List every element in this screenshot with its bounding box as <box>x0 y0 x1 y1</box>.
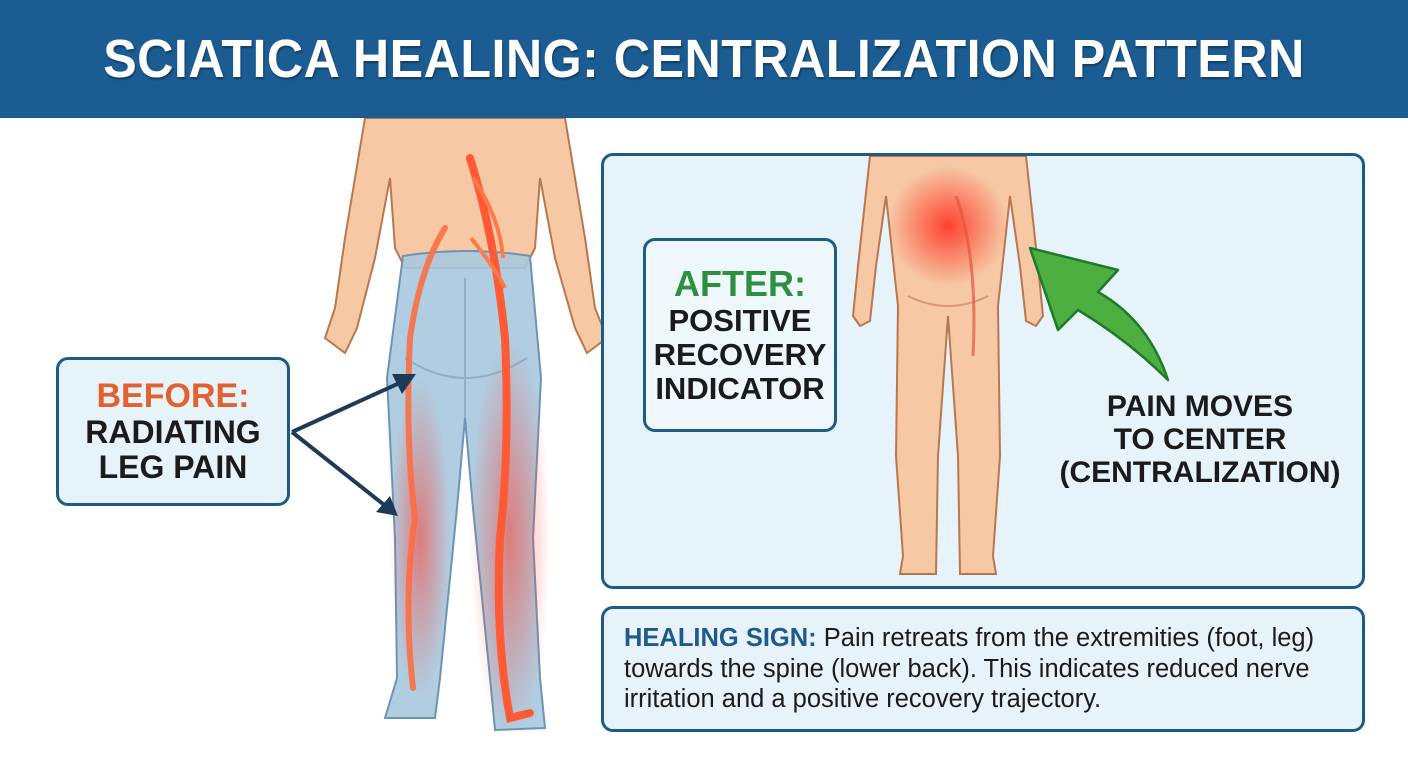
before-tag: BEFORE: <box>96 376 250 415</box>
centralization-line-2: TO CENTER <box>1113 423 1287 456</box>
healing-sign-text: Pain retreats from the extremities (foot… <box>624 624 1315 714</box>
title-banner: SCIATICA HEALING: CENTRALIZATION PATTERN <box>0 0 1408 118</box>
after-line-1: POSITIVE <box>668 302 812 338</box>
before-line-2: LEG PAIN <box>98 449 248 486</box>
centralization-line-1: PAIN MOVES <box>1106 390 1294 423</box>
after-figure-illustration <box>851 156 1045 575</box>
after-line-3: INDICATOR <box>655 370 825 406</box>
before-figure-illustration <box>323 118 609 738</box>
centralization-arrow-icon <box>1028 246 1170 382</box>
page-title: SCIATICA HEALING: CENTRALIZATION PATTERN <box>103 29 1305 89</box>
after-callout: AFTER: POSITIVE RECOVERY INDICATOR <box>643 238 837 432</box>
centralization-line-3: (CENTRALIZATION) <box>1059 456 1341 489</box>
pointer-arrows <box>290 374 416 516</box>
after-line-2: RECOVERY <box>653 336 827 372</box>
after-tag: AFTER: <box>674 263 806 305</box>
healing-sign-key: HEALING SIGN: <box>624 624 817 652</box>
before-callout: BEFORE: RADIATING LEG PAIN <box>56 357 290 506</box>
before-line-1: RADIATING <box>85 414 261 450</box>
centralization-label: PAIN MOVES TO CENTER (CENTRALIZATION) <box>1050 390 1350 489</box>
healing-sign-box: HEALING SIGN: Pain retreats from the ext… <box>601 606 1365 732</box>
